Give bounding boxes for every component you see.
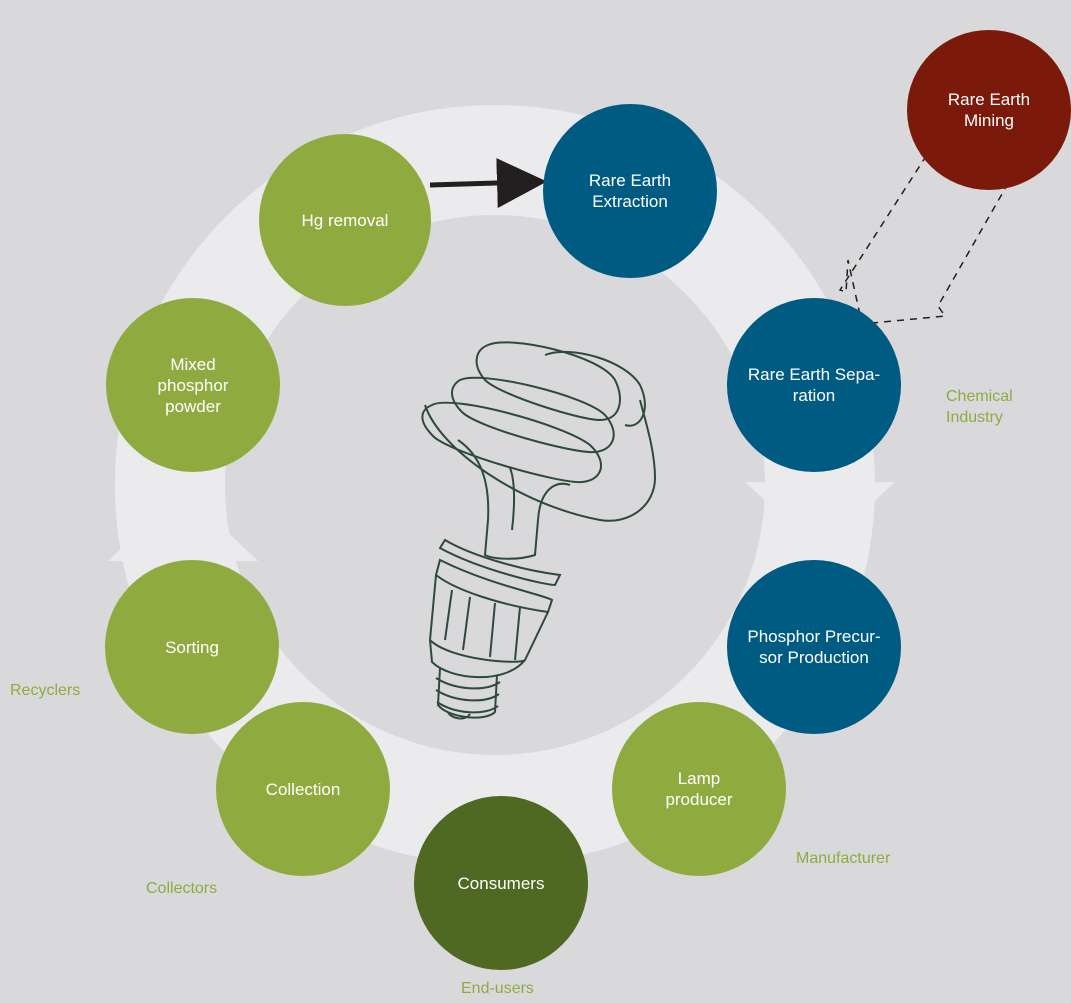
role-recyclers: Recyclers <box>10 682 81 699</box>
mixed-phosphor-powder-label: Mixed phosphor powder <box>157 354 229 416</box>
consumers-node: Consumers <box>414 796 588 970</box>
ring-arrow-down-icon <box>745 482 895 552</box>
mining-supply-arrow-icon <box>838 133 1012 325</box>
rare-earth-separation-node: Rare Earth Sepa- ration <box>727 298 901 472</box>
rare-earth-extraction-node: Rare Earth Extraction <box>543 104 717 278</box>
rare-earth-separation-label: Rare Earth Sepa- ration <box>747 365 881 405</box>
role-end-users: End-users <box>461 980 534 997</box>
rare-earth-mining-label: Rare Earth Mining <box>947 90 1031 130</box>
role-manufacturer: Manufacturer <box>796 850 891 867</box>
lamp-producer-node: Lamp producer <box>612 702 786 876</box>
lamp-producer-label: Lamp producer <box>665 769 733 809</box>
sorting-label: Sorting <box>165 637 219 657</box>
phosphor-precursor-label: Phosphor Precur- sor Production <box>747 627 881 667</box>
role-collectors: Collectors <box>146 880 218 897</box>
hg-removal-label: Hg removal <box>301 210 389 230</box>
ring-arrow-up-icon <box>108 490 258 561</box>
hg-to-extraction-arrow <box>429 158 547 209</box>
collection-node: Collection <box>216 702 390 876</box>
cfl-bulb-icon <box>421 341 657 720</box>
hg-removal-node: Hg removal <box>259 134 431 306</box>
sorting-node: Sorting <box>105 560 279 734</box>
consumers-label: Consumers <box>457 873 545 893</box>
role-chemical-industry: Chemical Industry <box>946 388 1013 426</box>
phosphor-precursor-node: Phosphor Precur- sor Production <box>727 560 901 734</box>
rare-earth-mining-node: Rare Earth Mining <box>907 30 1071 190</box>
collection-label: Collection <box>265 779 341 799</box>
mixed-phosphor-powder-node: Mixed phosphor powder <box>106 298 280 472</box>
rare-earth-extraction-label: Rare Earth Extraction <box>588 171 672 211</box>
